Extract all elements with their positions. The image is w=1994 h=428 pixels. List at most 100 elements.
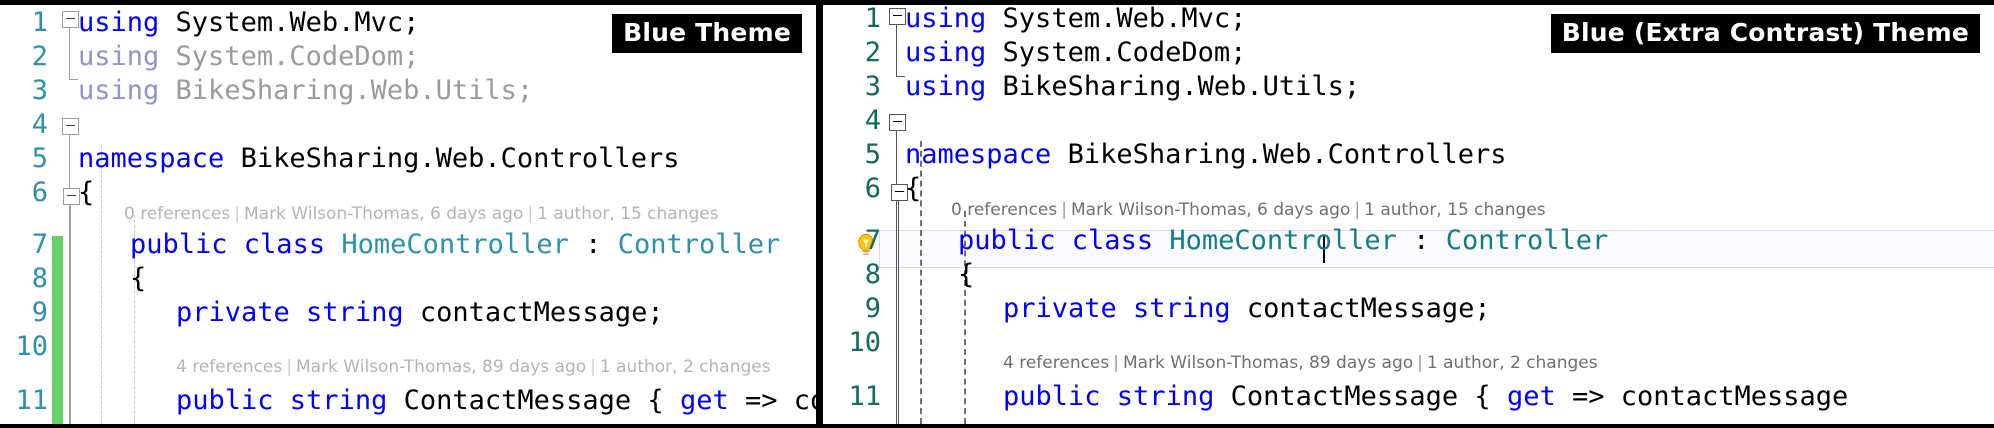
line-number: 3: [864, 71, 881, 102]
code-text[interactable]: public string ContactMessage { get => co…: [1003, 379, 1848, 415]
indent-guide-2: [964, 211, 966, 424]
code-line: 9 private string contactMessage;: [823, 291, 1994, 327]
code-token: {: [905, 173, 922, 204]
code-text[interactable]: using BikeSharing.Web.Utils;: [78, 73, 533, 109]
code-text[interactable]: using System.Web.Mvc;: [78, 5, 419, 41]
code-token: using: [905, 71, 1003, 102]
line-number: 4: [864, 105, 881, 136]
code-token: {: [958, 259, 975, 290]
code-token: ContactMessage {: [403, 385, 680, 416]
codelens-author[interactable]: Mark Wilson-Thomas, 89 days ago: [295, 357, 587, 377]
codelens-author[interactable]: Mark Wilson-Thomas, 89 days ago: [1122, 353, 1414, 373]
code-text[interactable]: {: [958, 257, 974, 293]
codelens-separator: |: [1061, 200, 1067, 220]
codelens-annotation[interactable]: 4 references|Mark Wilson-Thomas, 89 days…: [176, 357, 771, 377]
codelens-references[interactable]: 4 references: [1003, 353, 1110, 373]
code-line: 4: [823, 103, 1994, 139]
line-number: 2: [864, 37, 881, 68]
codelens-references[interactable]: 0 references: [124, 204, 231, 224]
code-text[interactable]: namespace BikeSharing.Web.Controllers: [78, 141, 679, 177]
top-divider-rule: [0, 0, 1994, 5]
code-text[interactable]: {: [905, 171, 921, 207]
line-number: 1: [864, 5, 881, 34]
code-token: {: [78, 177, 95, 208]
code-line: 1 using System.Web.Mvc;: [823, 5, 1994, 37]
code-token: private: [1003, 293, 1134, 324]
code-line: 10: [0, 329, 816, 365]
code-text[interactable]: public string ContactMessage { get => co…: [176, 383, 816, 419]
line-number: 8: [31, 263, 48, 294]
code-text[interactable]: namespace BikeSharing.Web.Controllers: [905, 137, 1506, 173]
code-text[interactable]: private string contactMessage;: [176, 295, 664, 331]
codelens-annotation[interactable]: 0 references|Mark Wilson-Thomas, 6 days …: [124, 204, 719, 224]
outline-bracket-namespace: [896, 130, 897, 424]
code-text[interactable]: using System.CodeDom;: [78, 39, 419, 75]
codelens-author[interactable]: Mark Wilson-Thomas, 6 days ago: [1070, 200, 1351, 220]
lightbulb-icon[interactable]: [855, 233, 877, 257]
collapse-minus-icon[interactable]: [889, 8, 906, 25]
indent-guide-2: [134, 215, 135, 424]
code-text[interactable]: public class HomeController : Controller: [130, 227, 780, 263]
codelens-changes[interactable]: 1 author, 2 changes: [1426, 353, 1598, 373]
panel-divider: [816, 0, 823, 428]
code-line: 6 {: [823, 171, 1994, 207]
code-line: 3 using BikeSharing.Web.Utils;: [0, 73, 816, 109]
collapse-minus-icon[interactable]: [891, 184, 908, 201]
codelens-annotation[interactable]: 0 references|Mark Wilson-Thomas, 6 days …: [951, 200, 1546, 220]
code-line: 5 namespace BikeSharing.Web.Controllers: [823, 137, 1994, 173]
collapse-minus-icon[interactable]: [62, 11, 79, 28]
line-number: 9: [864, 293, 881, 324]
indent-guide-1: [101, 145, 102, 424]
collapse-minus-icon[interactable]: [62, 118, 79, 135]
code-token: :: [568, 229, 618, 260]
collapse-minus-icon[interactable]: [63, 188, 80, 205]
code-token: contactMessage;: [1246, 293, 1491, 324]
code-text[interactable]: using BikeSharing.Web.Utils;: [905, 69, 1360, 105]
code-token: public: [958, 225, 1072, 256]
code-token: contactMessage;: [419, 297, 664, 328]
code-text[interactable]: public class HomeController : Controller: [958, 223, 1608, 259]
line-number: 2: [31, 41, 48, 72]
codelens-changes[interactable]: 1 author, 15 changes: [537, 204, 719, 224]
line-number: 7: [864, 225, 881, 256]
code-line: 8 {: [0, 261, 816, 297]
code-token: string: [306, 297, 420, 328]
codelens-references[interactable]: 0 references: [951, 200, 1058, 220]
codelens-separator: |: [1417, 353, 1423, 373]
line-number: 5: [864, 139, 881, 170]
code-line: 10: [823, 325, 1994, 361]
code-text[interactable]: using System.CodeDom;: [905, 35, 1246, 71]
collapse-minus-icon[interactable]: [889, 114, 906, 131]
code-token: using: [905, 37, 1003, 68]
code-text[interactable]: private string contactMessage;: [1003, 291, 1491, 327]
outline-bracket-class: [898, 200, 899, 424]
codelens-separator: |: [590, 357, 596, 377]
line-number: 10: [848, 327, 881, 358]
code-token: => contactMessage: [744, 385, 816, 416]
theme-badge-right: Blue (Extra Contrast) Theme: [1550, 14, 1980, 53]
editor-pane-blue-extra-contrast-theme[interactable]: Blue (Extra Contrast) Theme 1 using Syst…: [823, 5, 1994, 424]
code-token: class: [243, 229, 342, 260]
codelens-changes[interactable]: 1 author, 15 changes: [1364, 200, 1546, 220]
codelens-changes[interactable]: 1 author, 2 changes: [599, 357, 771, 377]
code-line: 11 public string ContactMessage { get =>…: [823, 379, 1994, 415]
code-text[interactable]: {: [78, 175, 94, 211]
code-line: 7 public class HomeController : Controll…: [823, 223, 1994, 259]
code-text[interactable]: using System.Web.Mvc;: [905, 5, 1246, 37]
indent-guide-1: [920, 141, 922, 424]
code-token: private: [176, 297, 307, 328]
code-token: public: [1003, 381, 1117, 412]
code-token: Controller: [617, 229, 781, 260]
line-number: 8: [864, 259, 881, 290]
code-token: BikeSharing.Web.Controllers: [1067, 139, 1507, 170]
code-token: public: [176, 385, 290, 416]
codelens-references[interactable]: 4 references: [176, 357, 283, 377]
outline-bracket-class: [70, 204, 71, 424]
text-caret: [1323, 235, 1325, 263]
codelens-separator: |: [286, 357, 292, 377]
codelens-author[interactable]: Mark Wilson-Thomas, 6 days ago: [243, 204, 524, 224]
codelens-annotation[interactable]: 4 references |Mark Wilson-Thomas, 89 days…: [1003, 353, 1598, 373]
editor-pane-blue-theme[interactable]: Blue Theme 1 using System.Web.Mvc; 2 usi…: [0, 5, 816, 424]
code-token: HomeController: [341, 229, 569, 260]
code-text[interactable]: {: [130, 261, 146, 297]
